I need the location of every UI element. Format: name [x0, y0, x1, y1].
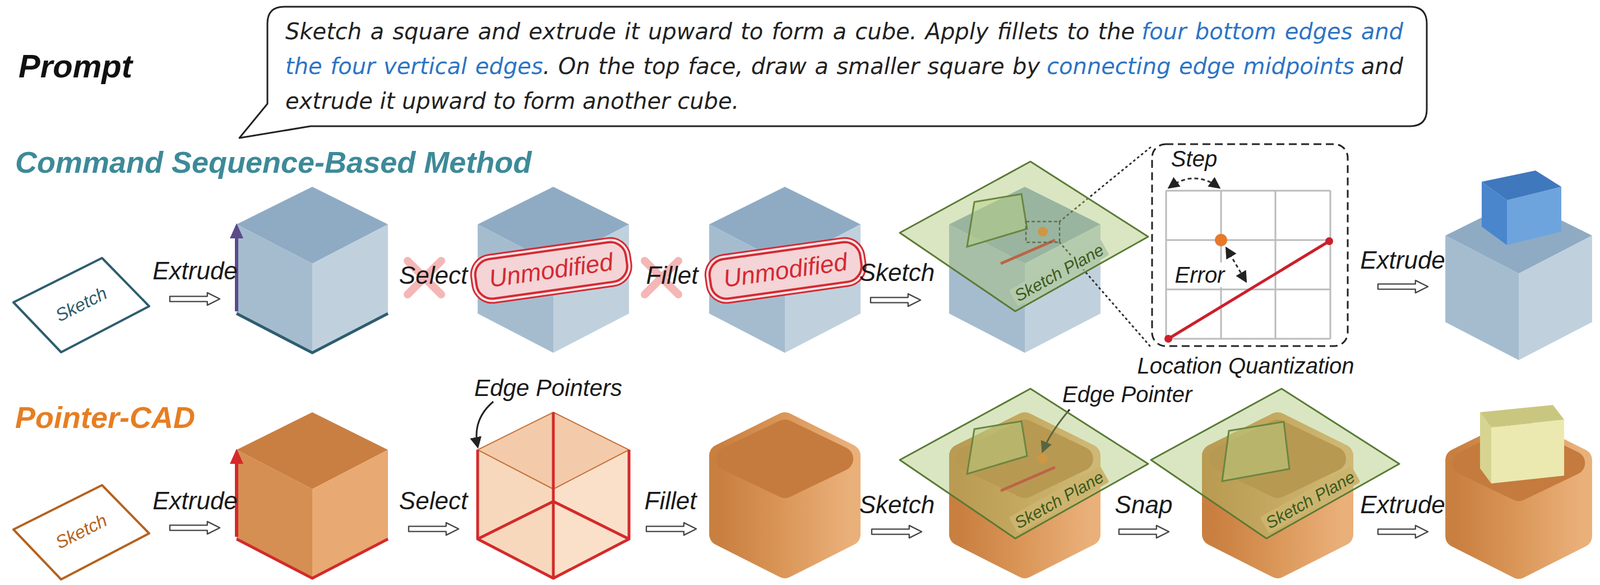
step-label: Sketch	[859, 259, 936, 286]
step-label: Fillet	[644, 487, 697, 515]
step-label: Select	[399, 487, 468, 515]
prompt-text: Sketch a square and extrude it upward to…	[285, 14, 1404, 119]
prompt-heading: Prompt	[18, 48, 133, 85]
prompt-text-part: Sketch a square and extrude it upward to…	[285, 18, 1135, 45]
highlight-text: connecting edge midpoints	[1046, 53, 1355, 80]
sketch-square-shape	[13, 257, 150, 353]
callout-label: Edge Pointers	[474, 375, 623, 401]
cube-selected-edges	[476, 401, 630, 578]
step-label: Extrude	[1360, 491, 1446, 519]
zoom-label: Step	[1171, 146, 1218, 171]
sketch-plane: Sketch Plane	[899, 161, 1149, 312]
sketch-square: Sketch	[11, 482, 152, 582]
quantization-grid	[1153, 145, 1347, 345]
sketch-square: Sketch	[11, 255, 152, 355]
unmodified-stamp: Unmodified	[706, 238, 865, 302]
step-label: Select	[399, 261, 468, 289]
step-label: Extrude	[1360, 246, 1446, 274]
zoom-label: Error	[1172, 262, 1228, 288]
step-label: Sketch	[859, 491, 936, 519]
prompt-bubble: Sketch a square and extrude it upward to…	[237, 5, 1429, 140]
zoom-box-border	[1152, 144, 1348, 346]
sketch-plane-shape	[899, 161, 1149, 312]
step-label: Extrude	[152, 257, 238, 285]
stamp-text: Unmodified	[721, 247, 849, 292]
result-cube-blue	[1445, 170, 1593, 360]
prompt-text-part: . On the top face, draw a smaller square…	[543, 53, 1041, 80]
process-arrow	[169, 280, 1428, 538]
result-cube-orange	[1455, 404, 1581, 568]
stamp-text: Unmodified	[487, 247, 615, 292]
sketch-plane: Sketch Plane	[899, 388, 1149, 539]
unmodified-stamp: Unmodified	[472, 238, 631, 302]
step-label: Snap	[1115, 491, 1173, 519]
method-heading: Pointer-CAD	[15, 400, 196, 434]
cube-orange	[229, 412, 388, 578]
sketch-square-shape	[13, 484, 150, 580]
callout-label: Edge Pointer	[1062, 381, 1192, 407]
sketch-plane-shape	[899, 388, 1149, 539]
cube-blue	[229, 186, 388, 353]
step-label: Fillet	[646, 261, 699, 289]
step-label: Extrude	[152, 487, 238, 515]
zoom-box-outline	[1150, 142, 1349, 348]
zoom-caption: Location Quantization	[1137, 353, 1355, 378]
bubble-path	[239, 6, 1427, 138]
method-heading: Command Sequence-Based Method	[15, 145, 532, 179]
zoom-box: StepError	[1150, 142, 1349, 348]
